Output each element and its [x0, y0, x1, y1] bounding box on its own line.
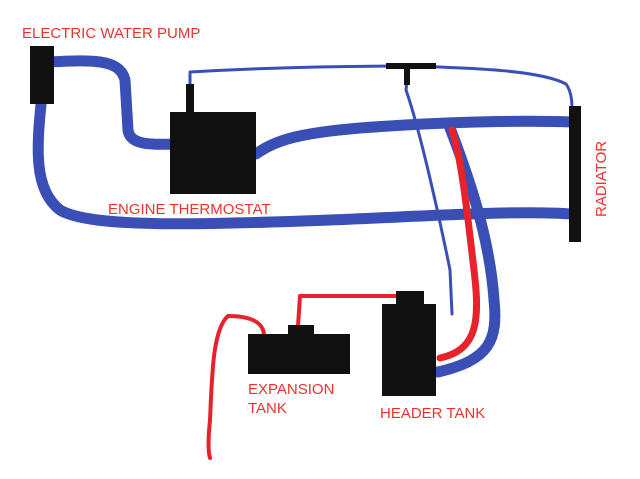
coolant-hoses — [32, 55, 578, 378]
expansion-tank — [248, 334, 350, 374]
label-expansion-tank-line2: TANK — [248, 400, 287, 417]
overflow-pipes — [206, 294, 406, 460]
hot-line-header — [436, 126, 481, 362]
header-tank-cap — [396, 291, 424, 305]
radiator — [569, 106, 581, 242]
hose-radiator-to-header — [432, 122, 501, 378]
label-engine-thermostat: ENGINE THERMOSTAT — [108, 201, 271, 218]
bleed-pipes — [188, 64, 574, 316]
bleed-engine-to-radiator — [188, 64, 574, 112]
bleed-tee — [386, 63, 436, 69]
label-header-tank: HEADER TANK — [380, 405, 485, 422]
engine-block — [170, 112, 256, 194]
hose-pump-to-engine — [42, 55, 182, 150]
label-expansion-tank-line1: EXPANSION — [248, 381, 334, 398]
header-tank — [382, 304, 436, 396]
overflow-expansion-drain — [206, 314, 266, 460]
overflow-header-to-expansion — [296, 294, 406, 328]
label-radiator: RADIATOR — [593, 141, 610, 217]
label-electric-water-pump: ELECTRIC WATER PUMP — [22, 25, 200, 42]
expansion-tank-cap — [288, 325, 314, 336]
hose-engine-to-radiator-top — [250, 115, 578, 160]
electric-water-pump — [30, 46, 54, 104]
engine-bleed-stub — [186, 84, 194, 112]
tee-stem — [404, 63, 410, 85]
bleed-tee-to-header — [404, 68, 454, 316]
